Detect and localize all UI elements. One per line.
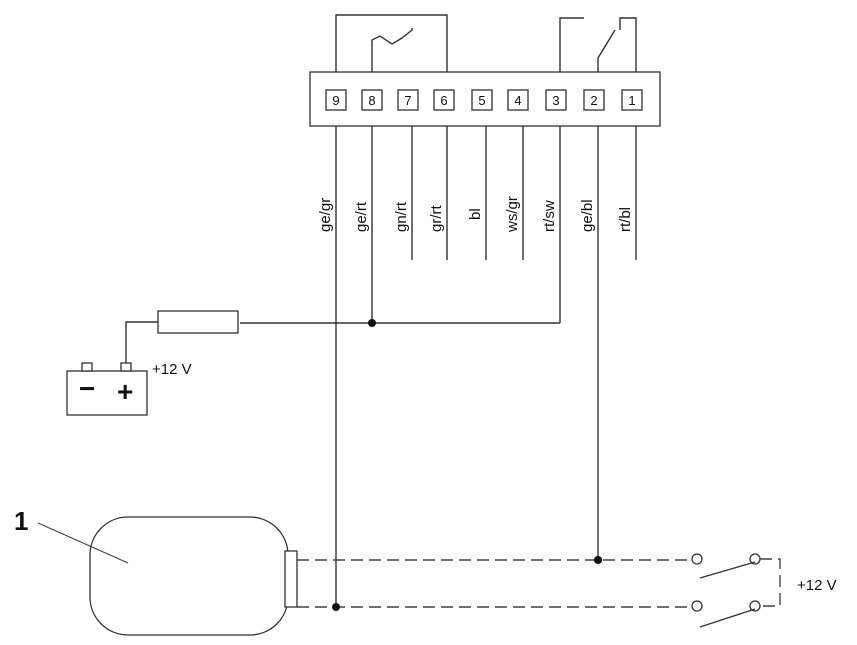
pin-box-4 — [507, 89, 529, 111]
pin-label-7: 7 — [404, 93, 411, 108]
pin-label-4: 4 — [514, 93, 521, 108]
pin-label-3: 3 — [552, 93, 559, 108]
pin-label-5: 5 — [478, 93, 485, 108]
wire-label-6: gr/rt — [428, 205, 445, 233]
pin-label-6: 6 — [440, 93, 447, 108]
battery-terminal-plus — [120, 362, 132, 372]
pin-label-9: 9 — [332, 93, 339, 108]
battery-body — [66, 370, 148, 416]
motor-connector — [284, 550, 298, 608]
motor: 1 — [14, 506, 298, 636]
junction-dot-pin2 — [594, 556, 602, 564]
pin-box-1 — [621, 89, 643, 111]
battery-plus-symbol: + — [117, 376, 133, 407]
wire-labels: ge/gr ge/rt gn/rt gr/rt bl ws/gr rt/sw g… — [317, 196, 634, 233]
battery: − + +12 V — [66, 361, 192, 416]
wire-label-8: ge/rt — [353, 201, 370, 232]
pin-box-9 — [325, 89, 347, 111]
wire-label-1: rt/bl — [617, 207, 634, 232]
pin-label-8: 8 — [368, 93, 375, 108]
switch-lower-terminal-left — [691, 600, 703, 612]
pin-box-2 — [583, 89, 605, 111]
wire-leads — [335, 126, 637, 608]
pin-label-2: 2 — [590, 93, 597, 108]
top-bridge-9-6 — [335, 14, 448, 90]
motor-callout-label: 1 — [14, 506, 28, 536]
switch-lower-terminal-right — [749, 600, 761, 612]
junction-dot-pin9 — [332, 603, 340, 611]
motor-callout-line — [37, 522, 129, 564]
pin-box-7 — [397, 89, 419, 111]
wire-label-7: gn/rt — [393, 201, 410, 232]
wire-label-9: ge/gr — [317, 198, 334, 232]
switch-upper-terminal-left — [691, 553, 703, 565]
wire-label-2: ge/bl — [579, 199, 596, 232]
battery-voltage-label: +12 V — [152, 361, 192, 378]
pin-box-6 — [433, 89, 455, 111]
switch-wiring: +12 V — [297, 553, 837, 628]
power-feed — [125, 310, 560, 366]
wire-label-5: bl — [467, 208, 484, 220]
junction-dot-pin8 — [368, 319, 376, 327]
pin-box-5 — [471, 89, 493, 111]
switch-upper-blade — [699, 561, 756, 579]
pin-label-1: 1 — [628, 93, 635, 108]
pin-box-3 — [545, 89, 567, 111]
motor-body — [89, 516, 289, 636]
fuse — [157, 310, 239, 334]
switch-voltage-label: +12 V — [797, 577, 837, 594]
connector-pins: 9 8 7 6 5 4 3 2 1 — [325, 89, 643, 111]
switch-lower-blade — [699, 608, 756, 628]
switch-supply-dashed-link — [760, 558, 781, 607]
battery-terminal-minus — [81, 362, 93, 372]
pin-box-8 — [361, 89, 383, 111]
battery-minus-symbol: − — [79, 373, 95, 404]
wire-label-4: ws/gr — [504, 196, 521, 233]
wire-label-3: rt/sw — [541, 200, 558, 232]
